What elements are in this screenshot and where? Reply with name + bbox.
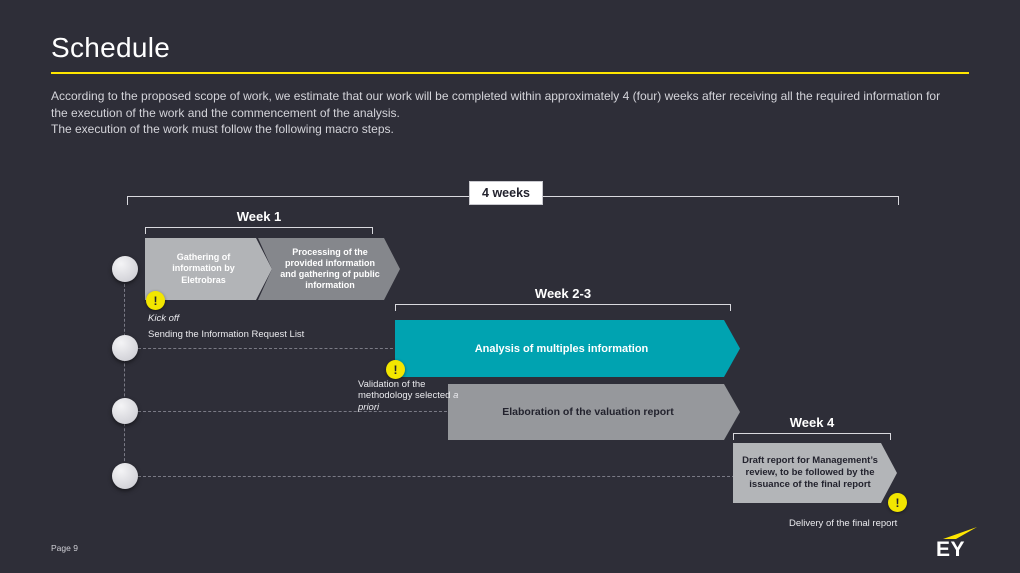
- exclamation-icon: !: [146, 291, 165, 310]
- delivery-note: Delivery of the final report: [789, 518, 898, 529]
- step-arrow-elaboration: Elaboration of the valuation report: [448, 384, 740, 440]
- week2-3-bracket: [395, 304, 731, 311]
- week4-bracket: [733, 433, 891, 440]
- macro-steps-paragraph: The execution of the work must follow th…: [51, 122, 394, 136]
- timeline-vertical-connector: [124, 269, 125, 476]
- step-arrow-processing-label: Processing of the provided information a…: [280, 246, 380, 291]
- validation-note: Validation of the methodology selected a…: [358, 379, 466, 413]
- title-underline: [51, 72, 969, 74]
- week1-bracket: [145, 227, 373, 234]
- intro-paragraph: According to the proposed scope of work,…: [51, 89, 941, 120]
- exclamation-icon: !: [386, 360, 405, 379]
- step-arrow-draft-report-label: Draft report for Management’s review, to…: [742, 455, 878, 490]
- step-arrow-gathering-label: Gathering of information by Eletrobras: [172, 252, 235, 285]
- validation-note-italic: a priori: [358, 390, 459, 413]
- page-number: Page 9: [51, 543, 78, 553]
- timeline-connector-week2: [138, 348, 398, 349]
- week4-label: Week 4: [789, 415, 835, 430]
- milestone-circle-2: [112, 335, 138, 361]
- milestone-circle-3: [112, 398, 138, 424]
- step-arrow-draft-report: Draft report for Management’s review, to…: [733, 443, 897, 503]
- validation-note-text: Validation of the methodology selected: [358, 379, 454, 402]
- step-arrow-elaboration-label: Elaboration of the valuation report: [502, 406, 674, 418]
- step-arrow-gathering: Gathering of information by Eletrobras: [145, 238, 272, 300]
- ey-logo-beam-icon: [943, 527, 977, 539]
- timeline-connector-week4: [138, 476, 735, 477]
- ey-logo: EY: [936, 527, 984, 560]
- sending-irl-note: Sending the Information Request List: [148, 329, 305, 340]
- milestone-circle-4: [112, 463, 138, 489]
- week1-label: Week 1: [236, 209, 282, 224]
- ey-logo-text: EY: [936, 538, 966, 561]
- step-arrow-analysis-label: Analysis of multiples information: [474, 342, 649, 355]
- kickoff-note: Kick off: [148, 313, 180, 324]
- week2-3-label: Week 2-3: [534, 286, 592, 301]
- step-arrow-processing: Processing of the provided information a…: [258, 238, 400, 300]
- milestone-circle-1: [112, 256, 138, 282]
- page-title: Schedule: [51, 32, 171, 63]
- step-arrow-analysis: Analysis of multiples information: [395, 320, 740, 377]
- exclamation-icon: !: [888, 493, 907, 512]
- timeline-connector-week3: [138, 411, 452, 412]
- overall-duration-label: 4 weeks: [469, 181, 543, 205]
